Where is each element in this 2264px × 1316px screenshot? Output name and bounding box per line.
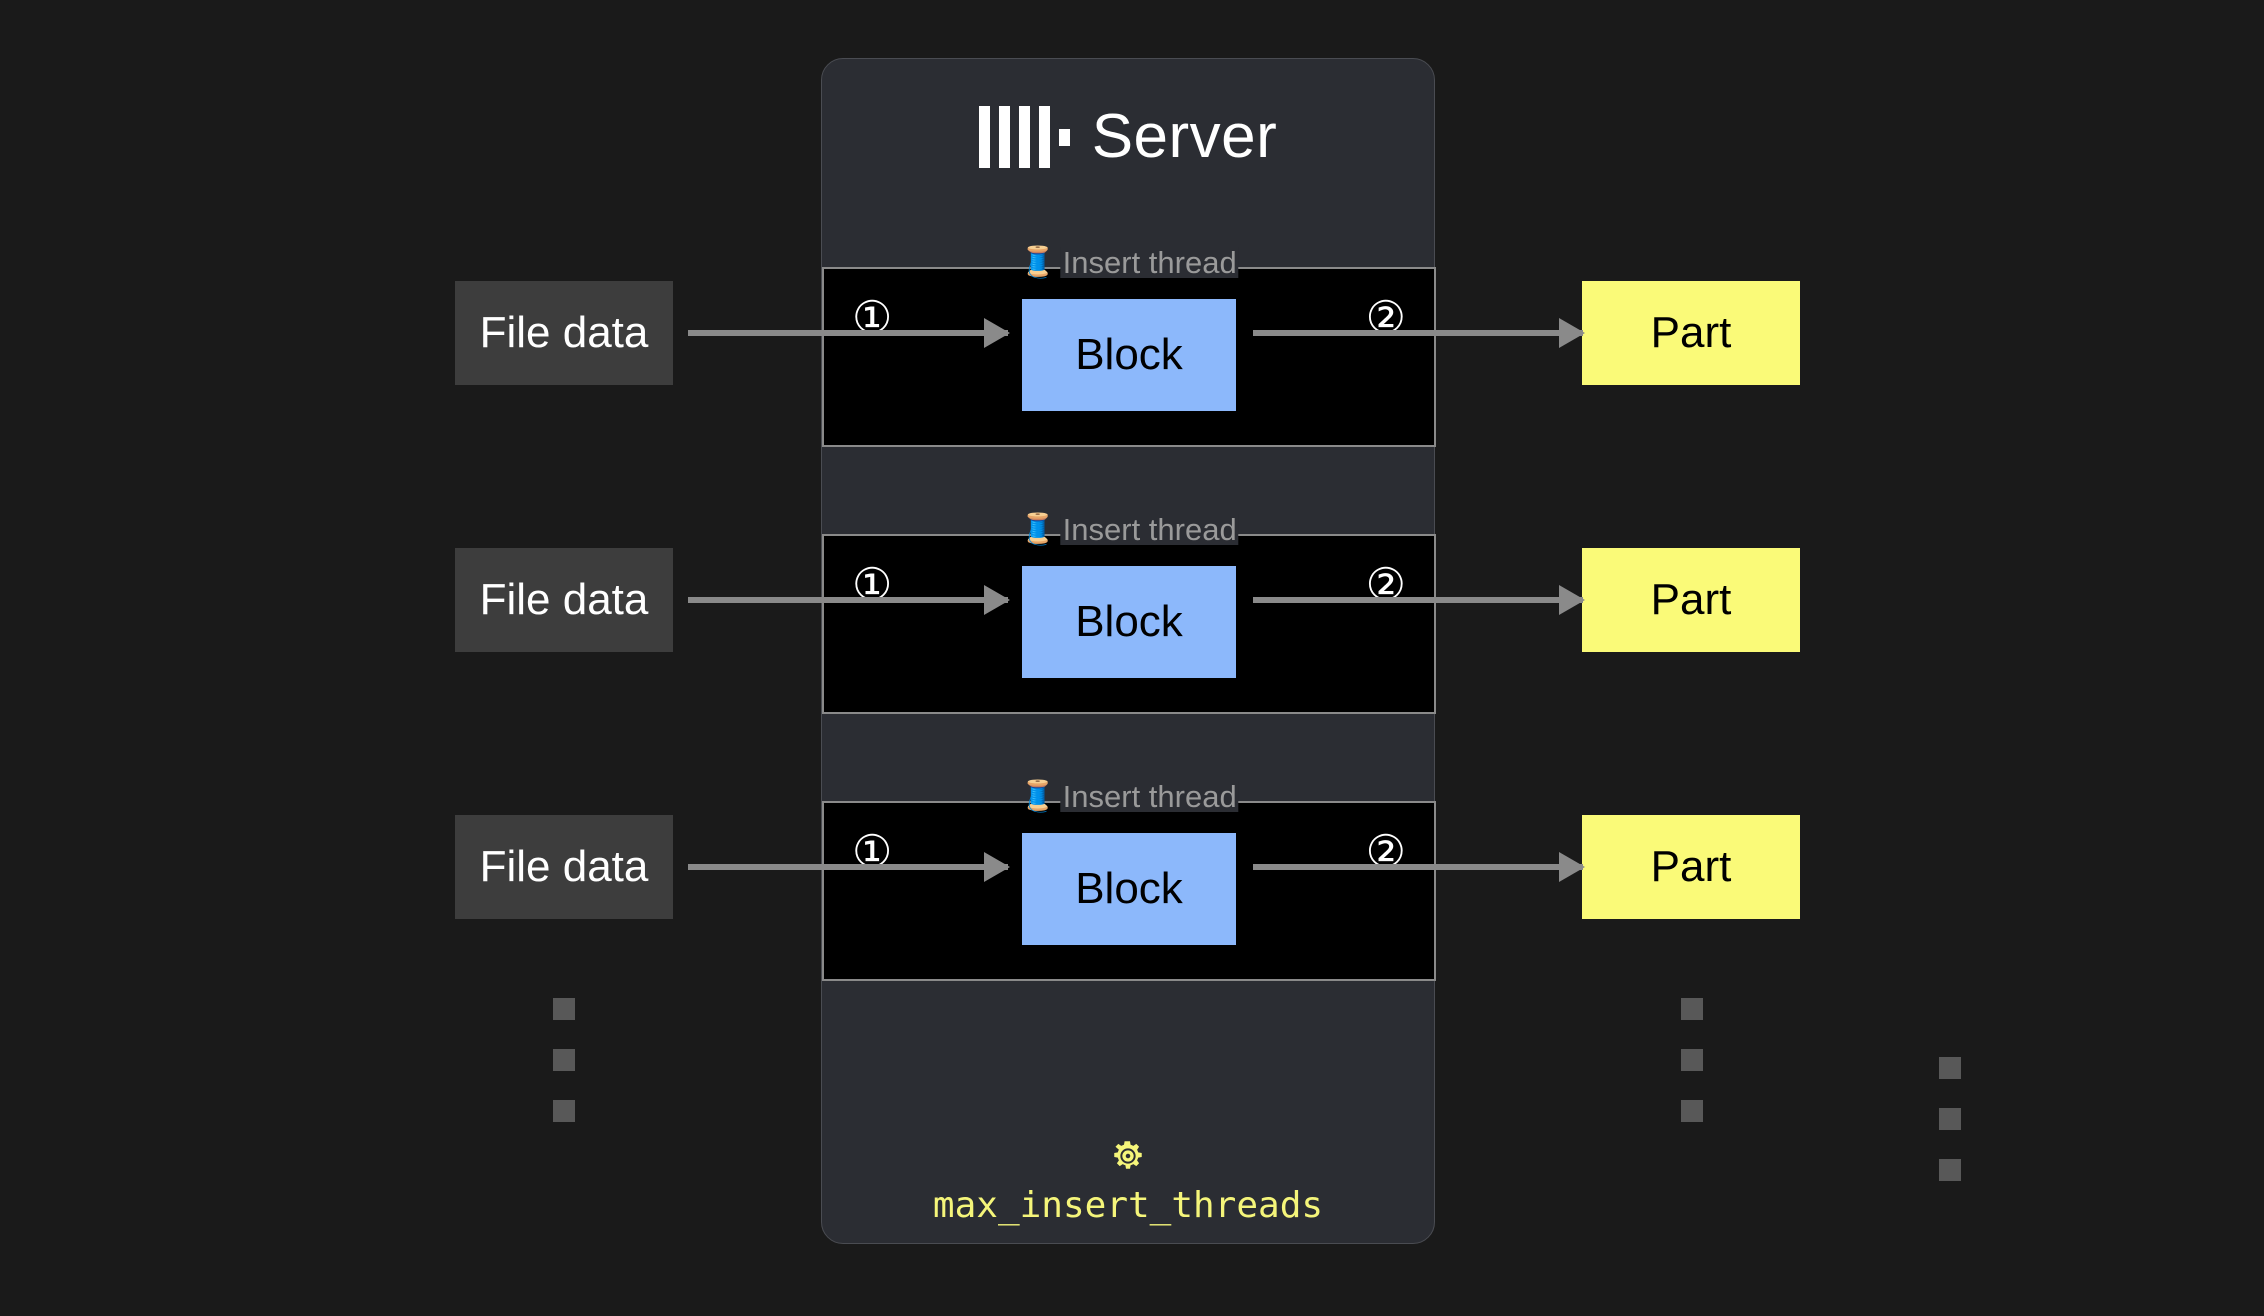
arrow-block-to-part <box>1253 330 1583 336</box>
insert-thread-label: 🧵 Insert thread <box>1019 245 1239 280</box>
file-data-box: File data <box>455 548 673 652</box>
insert-thread-row: 🧵 Insert thread ① ② Block <box>822 247 1436 447</box>
thread-spool-icon: 🧵 <box>1019 245 1057 279</box>
server-panel: Server 🧵 Insert thread ① ② Block 🧵 Inser… <box>821 58 1961 1244</box>
insert-thread-label: 🧵 Insert thread <box>1019 512 1239 547</box>
arrow-block-to-part <box>1253 864 1583 870</box>
insert-thread-label: 🧵 Insert thread <box>1019 779 1239 814</box>
block-box: Block <box>1022 566 1236 678</box>
arrow-file-to-block <box>688 330 1008 336</box>
part-box: Part <box>1582 548 1800 652</box>
setting-annotation: max_insert_threads <box>822 1139 1434 1226</box>
setting-name: max_insert_threads <box>932 1185 1324 1226</box>
file-data-box: File data <box>455 815 673 919</box>
block-box: Block <box>1022 833 1236 945</box>
vertical-ellipsis-squares-icon <box>1681 998 1703 1122</box>
thread-spool-icon: 🧵 <box>1019 512 1057 546</box>
file-data-box: File data <box>455 281 673 385</box>
block-box: Block <box>1022 299 1236 411</box>
arrow-file-to-block <box>688 864 1008 870</box>
part-box: Part <box>1582 815 1800 919</box>
page-title: Server <box>1091 102 1278 171</box>
server-title: Server <box>822 101 1434 172</box>
vertical-ellipsis-squares-icon <box>1939 1057 1961 1181</box>
arrow-block-to-part <box>1253 597 1583 603</box>
gear-icon <box>1114 1141 1142 1169</box>
insert-thread-row: 🧵 Insert thread ① ② Block <box>822 781 1436 981</box>
thread-spool-icon: 🧵 <box>1019 779 1057 813</box>
vertical-ellipsis-squares-icon <box>553 998 575 1122</box>
arrow-file-to-block <box>688 597 1008 603</box>
clickhouse-logo-icon <box>978 105 1070 168</box>
part-box: Part <box>1582 281 1800 385</box>
insert-thread-row: 🧵 Insert thread ① ② Block <box>822 514 1436 714</box>
